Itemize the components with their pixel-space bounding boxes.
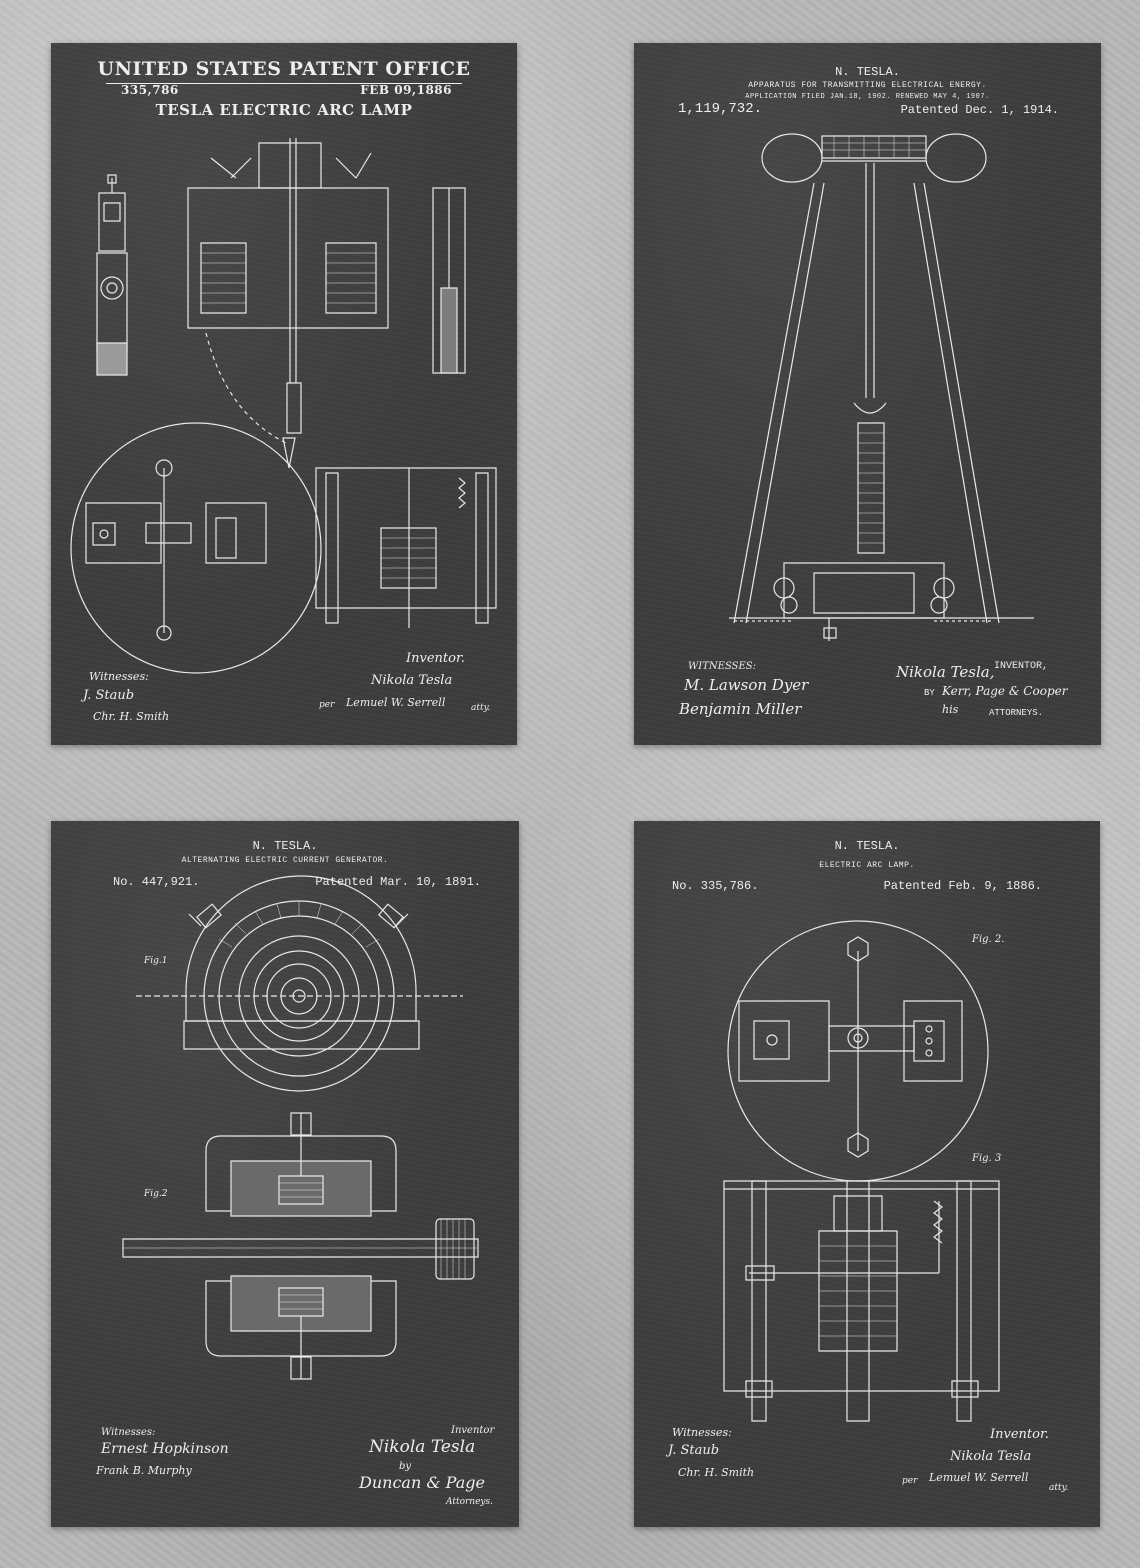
- attorneys-label: ATTORNEYS.: [989, 708, 1044, 718]
- attorney-signature: Kerr, Page & Cooper: [942, 684, 1068, 698]
- his-label: his: [942, 703, 959, 716]
- patent-subtitle: ELECTRIC ARC LAMP.: [819, 861, 915, 870]
- inventor-signature: Nikola Tesla: [371, 673, 453, 688]
- inventor-label: INVENTOR,: [994, 661, 1049, 672]
- witnesses-label: WITNESSES:: [688, 661, 756, 672]
- by-label: by: [399, 1461, 412, 1472]
- inventor-signature: Nikola Tesla: [369, 1437, 476, 1457]
- patent-name: TESLA ELECTRIC ARC LAMP: [155, 101, 413, 119]
- fig-2-label: Fig. 2.: [972, 934, 1005, 945]
- witnesses-label: Witnesses:: [101, 1427, 156, 1438]
- patent-subtitle: APPARATUS FOR TRANSMITTING ELECTRICAL EN…: [748, 81, 987, 90]
- header-title: UNITED STATES PATENT OFFICE: [97, 58, 471, 80]
- witness-2: Benjamin Miller: [679, 700, 802, 718]
- witness-1: J. Staub: [83, 688, 135, 703]
- inventor-signature: Nikola Tesla,: [896, 663, 995, 681]
- witness-2: Frank B. Murphy: [96, 1464, 192, 1477]
- inventor-label: Inventor: [451, 1425, 495, 1436]
- tower-drawing: [634, 43, 1101, 745]
- inventor-label: Inventor.: [406, 651, 465, 666]
- patent-subtitle: ALTERNATING ELECTRIC CURRENT GENERATOR.: [181, 856, 389, 865]
- attorney-prefix: per: [319, 700, 335, 710]
- inventor-name: N. TESLA.: [835, 65, 900, 79]
- patent-number: 335,786: [121, 83, 179, 97]
- attorney-signature: Duncan & Page: [359, 1473, 485, 1492]
- witness-1: M. Lawson Dyer: [684, 676, 809, 694]
- attorney-suffix: atty.: [471, 703, 491, 713]
- inventor-signature: Nikola Tesla: [950, 1449, 1032, 1464]
- attorney-prefix: per: [902, 1476, 918, 1486]
- fig-1-label: Fig.1: [144, 956, 168, 966]
- poster-transmitting-electrical-energy: N. TESLA. APPARATUS FOR TRANSMITTING ELE…: [634, 43, 1101, 745]
- arc-lamp-mechanism-drawing: [634, 821, 1100, 1527]
- patent-number: No. 335,786.: [672, 879, 759, 893]
- witnesses-label: Witnesses:: [89, 670, 149, 683]
- attorney-signature: Lemuel W. Serrell: [929, 1471, 1029, 1484]
- header-rule: [106, 83, 462, 84]
- poster-electric-arc-lamp-1886: UNITED STATES PATENT OFFICE 335,786 FEB …: [51, 43, 517, 745]
- witness-2: Chr. H. Smith: [678, 1466, 755, 1479]
- by-label: BY: [924, 688, 935, 698]
- inventor-label: Inventor.: [990, 1427, 1049, 1442]
- witness-1: Ernest Hopkinson: [101, 1441, 229, 1457]
- application-line: APPLICATION FILED JAN.18, 1902. RENEWED …: [745, 93, 990, 101]
- poster-alternating-current-generator: N. TESLA. ALTERNATING ELECTRIC CURRENT G…: [51, 821, 519, 1527]
- witness-1: J. Staub: [668, 1443, 720, 1458]
- inventor-name: N. TESLA.: [252, 839, 318, 853]
- patent-date: Patented Dec. 1, 1914.: [900, 103, 1059, 117]
- patent-number: 1,119,732.: [678, 101, 763, 117]
- generator-drawing: [51, 821, 519, 1527]
- poster-electric-arc-lamp: N. TESLA. ELECTRIC ARC LAMP. No. 335,786…: [634, 821, 1100, 1527]
- attorney-signature: Lemuel W. Serrell: [346, 696, 446, 709]
- inventor-name: N. TESLA.: [834, 839, 900, 853]
- patent-date: Patented Mar. 10, 1891.: [315, 875, 481, 889]
- witnesses-label: Witnesses:: [672, 1426, 732, 1439]
- patent-date: Patented Feb. 9, 1886.: [883, 879, 1042, 893]
- arc-lamp-drawing: [51, 43, 517, 745]
- fig-3-label: Fig. 3: [972, 1153, 1002, 1164]
- patent-number: No. 447,921.: [113, 875, 200, 889]
- attorney-suffix: atty.: [1049, 1483, 1069, 1493]
- fig-2-label: Fig.2: [144, 1189, 168, 1199]
- patent-date: FEB 09,1886: [360, 83, 452, 97]
- witness-2: Chr. H. Smith: [93, 710, 170, 723]
- attorneys-label: Attorneys.: [446, 1497, 493, 1507]
